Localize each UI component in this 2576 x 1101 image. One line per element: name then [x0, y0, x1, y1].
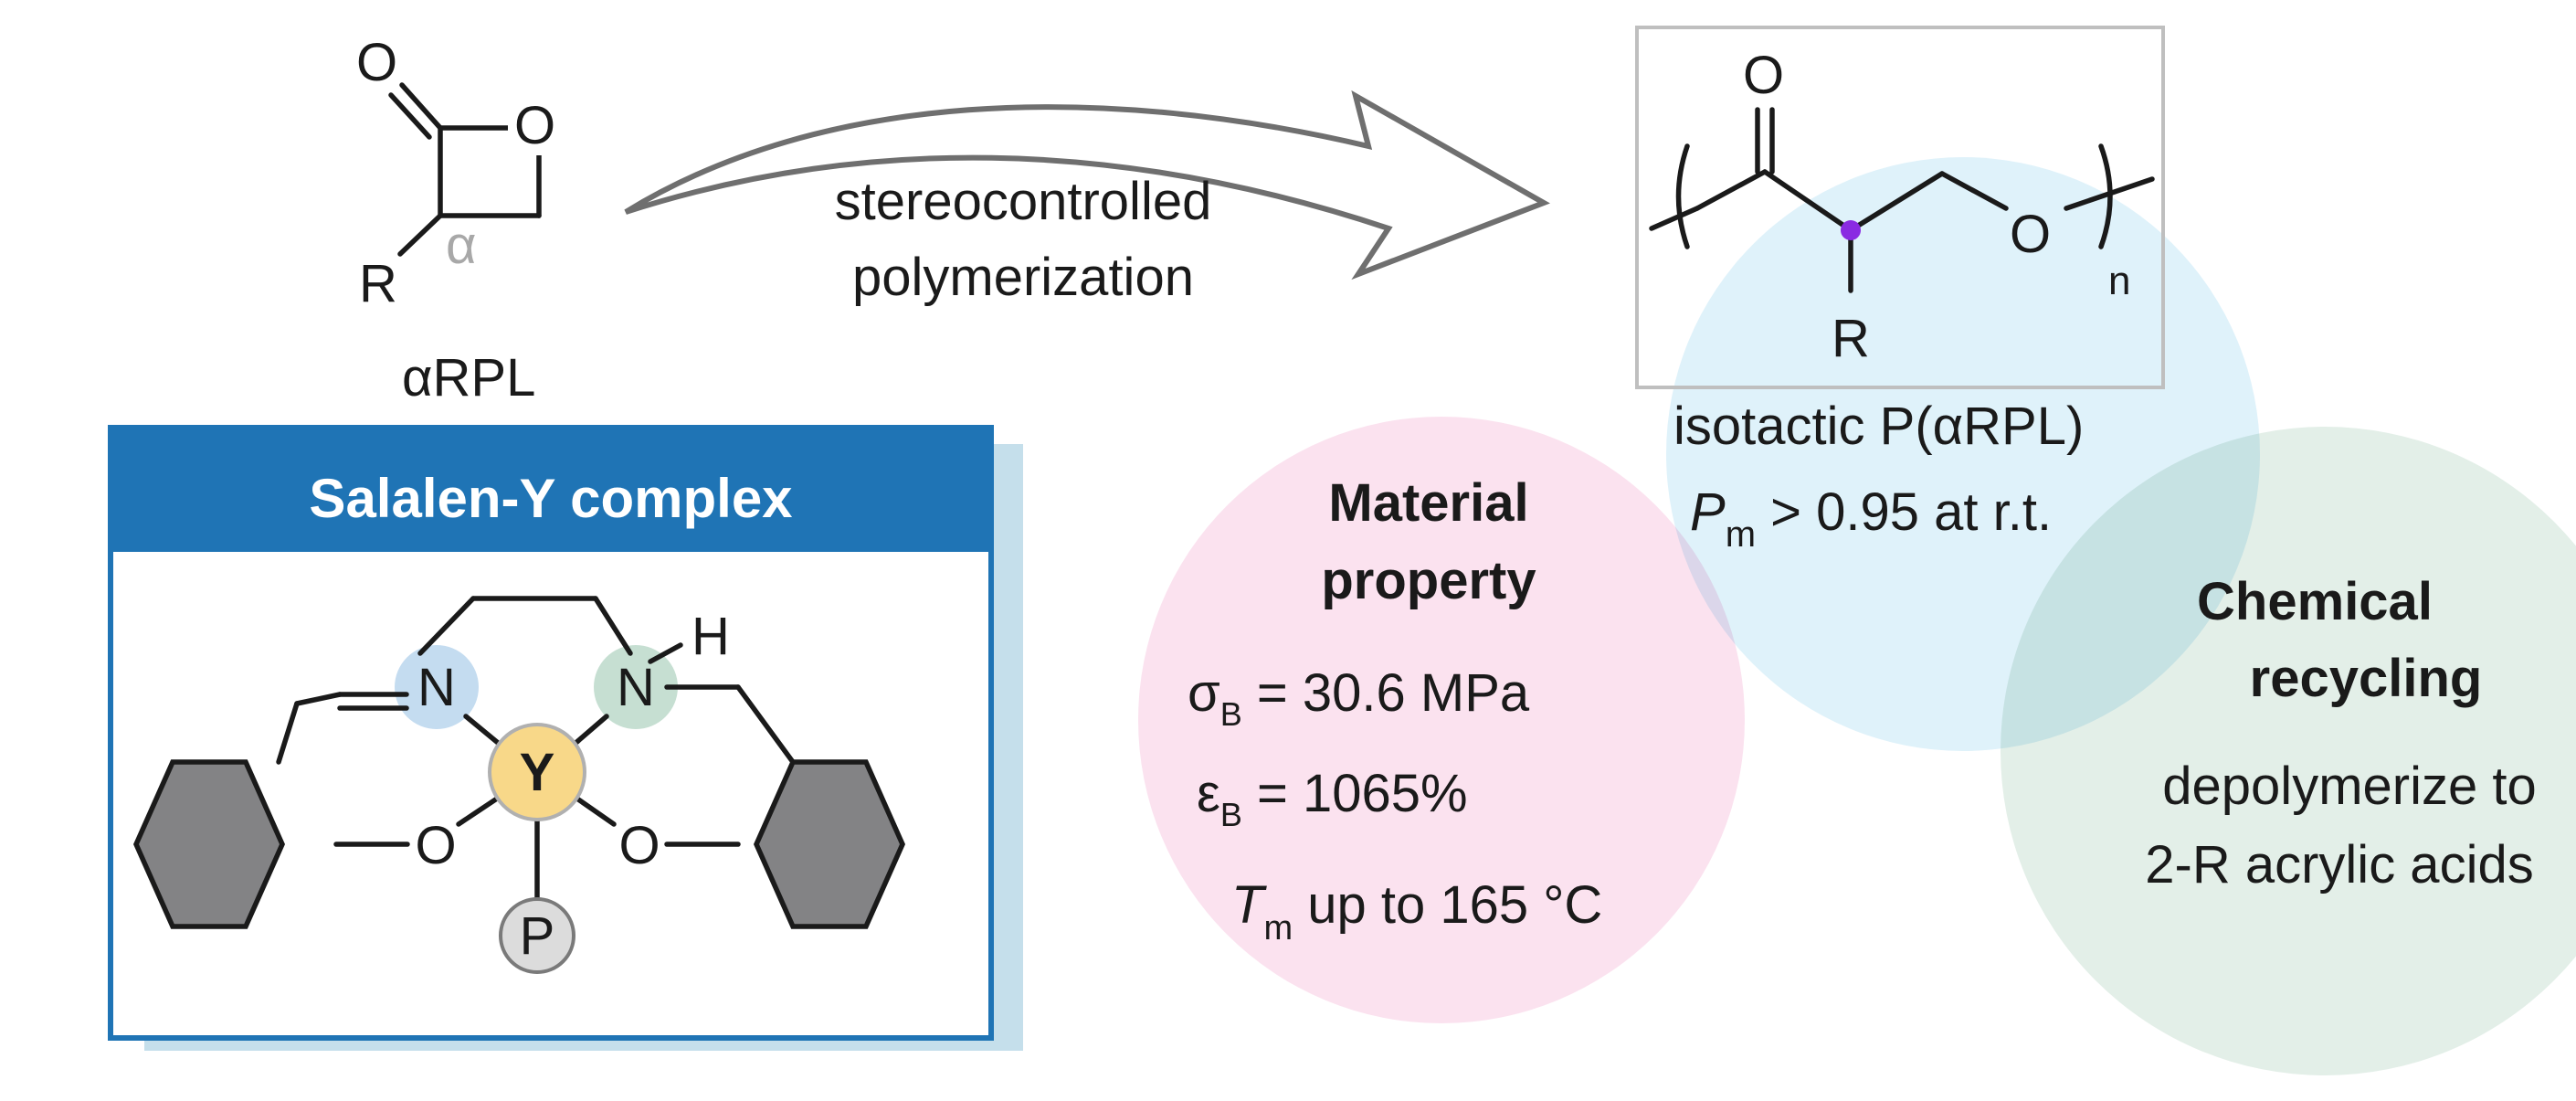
polymer-r: R [1832, 309, 1870, 368]
circle-material-property [1138, 417, 1745, 1023]
polymer-caption: isotactic P(αRPL) Pm > 0.95 at r.t. [1673, 397, 2084, 555]
sigma-symbol: σ [1188, 663, 1220, 723]
catalyst-n-amine: N [617, 658, 655, 717]
tm-line: Tm up to 165 °C [1231, 875, 1602, 947]
sigma-subscript: B [1220, 695, 1242, 733]
pm-symbol: P [1690, 482, 1726, 542]
recycling-text: Chemical recycling depolymerize to 2-R a… [2145, 572, 2536, 895]
recycling-title-line1: Chemical [2197, 572, 2433, 631]
tm-value: up to 165 °C [1293, 875, 1602, 935]
catalyst-y: Y [520, 743, 555, 802]
catalyst-o-right: O [618, 816, 660, 875]
catalyst-header [111, 428, 991, 552]
sigma-value: = 30.6 MPa [1242, 663, 1530, 723]
monomer-name: αRPL [402, 348, 535, 408]
polymer-carbonyl-o: O [1743, 46, 1784, 105]
pm-rest: > 0.95 at r.t. [1756, 482, 2052, 542]
monomer-ring-o: O [514, 96, 555, 155]
venn-circles [1138, 157, 2576, 1075]
n-imine-highlight [395, 645, 479, 729]
arrow-shape [624, 90, 1550, 281]
polymer-chain-circle [499, 897, 575, 974]
arrow-label-line1: stereocontrolled [835, 172, 1212, 231]
pm-line: Pm > 0.95 at r.t. [1690, 482, 2052, 555]
polymer-box [1635, 26, 2165, 389]
recycling-line1: depolymerize to [2162, 757, 2536, 816]
arrow-label: stereocontrolled polymerization [835, 172, 1212, 307]
epsilon-subscript: B [1220, 796, 1242, 833]
material-property-text: Material property σB = 30.6 MPa εB = 106… [1188, 473, 1602, 947]
stereocenter-dot [1841, 220, 1861, 240]
recycling-title-line2: recycling [2250, 649, 2483, 708]
monomer-carbonyl-o: O [356, 33, 397, 92]
catalyst-o-left: O [415, 816, 456, 875]
material-title-line2: property [1321, 551, 1536, 610]
catalyst-panel: Salalen-Y complex [108, 425, 1023, 1051]
catalyst-title: Salalen-Y complex [309, 468, 792, 529]
epsilon-symbol: ε [1197, 764, 1220, 823]
material-title-line1: Material [1328, 473, 1528, 533]
polymer-repeat-n: n [2108, 259, 2130, 303]
monomer-r: R [359, 254, 397, 313]
epsilon-line: εB = 1065% [1197, 764, 1468, 833]
yttrium-center [488, 723, 586, 821]
right-aryl-ring [753, 759, 906, 929]
polymer-name: isotactic P(αRPL) [1673, 397, 2084, 456]
catalyst-n-imine: N [417, 658, 456, 717]
recycling-line2: 2-R acrylic acids [2145, 835, 2533, 895]
polymer-chain-o: O [2010, 205, 2051, 264]
circle-recycling [2001, 427, 2576, 1075]
tm-subscript: m [1263, 909, 1293, 947]
tm-symbol: T [1231, 875, 1267, 935]
pm-subscript: m [1726, 514, 1756, 555]
left-aryl-ring [132, 759, 286, 929]
catalyst-p: P [520, 906, 555, 966]
n-amine-highlight [594, 645, 678, 729]
arrow-label-line2: polymerization [852, 248, 1194, 307]
monomer-labels: O O α R αRPL [356, 33, 565, 408]
sigma-line: σB = 30.6 MPa [1188, 663, 1530, 733]
catalyst-h: H [692, 607, 730, 666]
monomer-alpha-mark: α [446, 216, 477, 275]
epsilon-value: = 1065% [1242, 764, 1468, 823]
curved-arrow [624, 90, 1550, 281]
monomer-structure [388, 82, 542, 257]
polymer-structure: O O R n [1635, 26, 2165, 389]
